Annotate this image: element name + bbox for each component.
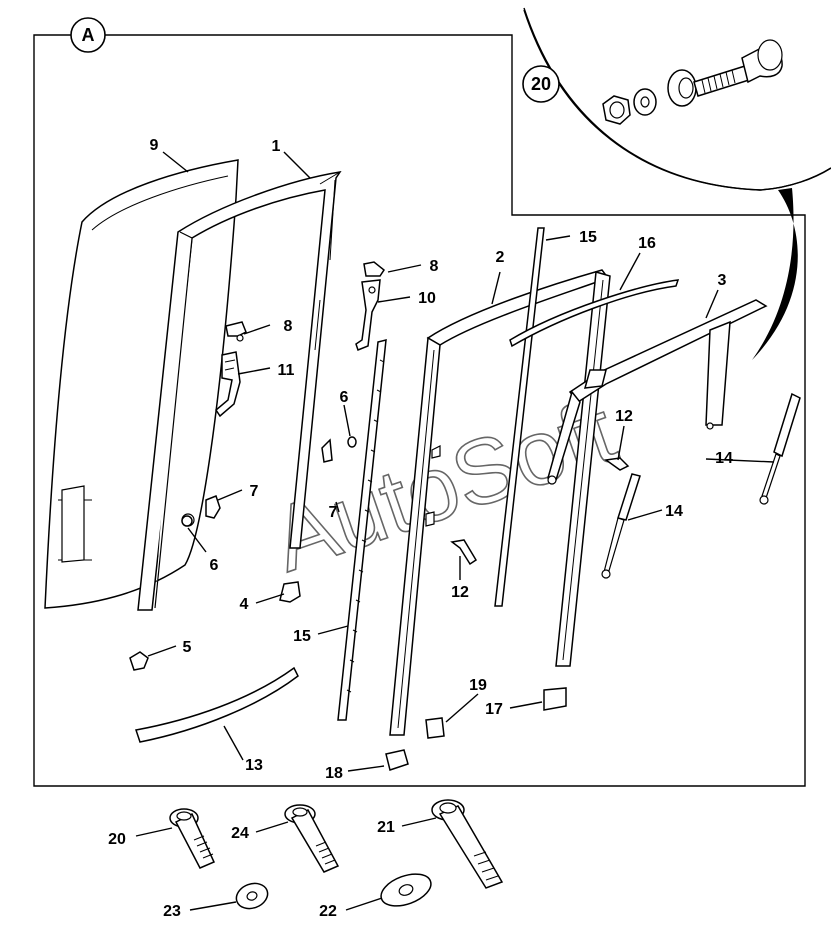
part-18-clip [385, 749, 409, 771]
part-23-washer [235, 882, 269, 910]
callout-16: 16 [638, 235, 656, 252]
callout-14a: 14 [665, 503, 683, 520]
callout-3: 3 [718, 272, 727, 289]
part-17-bracket [543, 687, 567, 711]
callout-15a: 15 [293, 628, 311, 645]
part-21-bolt [431, 799, 504, 889]
callout-labels: 9 1 8 10 8 11 6 7 7 6 4 5 15 13 2 15 16 … [108, 137, 733, 920]
part-8-bracket-a [225, 321, 247, 342]
callout-6a: 6 [210, 557, 219, 574]
detail-bolt [693, 39, 783, 97]
callout-17: 17 [485, 701, 503, 718]
callout-12a: 12 [615, 408, 633, 425]
callout-8b: 8 [284, 318, 293, 335]
callout-12b: 12 [451, 584, 469, 601]
detail-label-bubble: 20 [522, 65, 560, 103]
callout-19: 19 [469, 677, 487, 694]
part-22-washer [380, 873, 432, 907]
part-12-pin-b [450, 539, 478, 566]
part-1-door-frame [137, 170, 342, 611]
part-5-catch [129, 651, 149, 671]
detail-leader [752, 188, 798, 360]
callout-4: 4 [240, 596, 249, 613]
part-7-clip-a [205, 495, 221, 519]
callout-7b: 7 [329, 504, 338, 521]
callout-21: 21 [377, 819, 395, 836]
callout-10: 10 [418, 290, 436, 307]
callout-7a: 7 [250, 483, 259, 500]
callout-2: 2 [496, 249, 505, 266]
part-15-seal-strip-a [337, 339, 387, 721]
callout-24: 24 [231, 825, 249, 842]
part-9-glass-panel [44, 159, 239, 609]
callout-9: 9 [150, 137, 159, 154]
part-20-bolt [169, 808, 216, 869]
callout-15b: 15 [579, 229, 597, 246]
callout-14b: 14 [715, 450, 733, 467]
callout-23: 23 [163, 903, 181, 920]
detail-washer [633, 88, 657, 116]
callout-8a: 8 [430, 258, 439, 275]
callout-20: 20 [108, 831, 126, 848]
part-4-catch [279, 581, 301, 603]
part-7-clip-b [321, 438, 333, 463]
callout-11: 11 [278, 362, 295, 379]
part-14-gas-strut-b [759, 392, 801, 505]
part-15-seal-strip-b [494, 227, 545, 607]
view-frame [33, 34, 806, 787]
part-16-rail [509, 279, 680, 348]
part-6-screw-a [181, 515, 193, 527]
callout-22: 22 [319, 903, 337, 920]
callout-leaders [135, 151, 775, 911]
detail-label: 20 [531, 74, 551, 94]
part-8-bracket-b [363, 261, 386, 277]
part-12-pin-a [604, 457, 630, 471]
detail-spacer [667, 69, 697, 107]
detail-bolt-assembly [602, 39, 783, 125]
part-6-screw-b [347, 436, 357, 448]
callout-18: 18 [325, 765, 343, 782]
view-label: A [82, 25, 95, 45]
part-11-lever [215, 351, 241, 418]
callout-13: 13 [245, 757, 263, 774]
part-24-bolt [284, 804, 340, 873]
callout-5: 5 [183, 639, 192, 656]
detail-nut [602, 95, 631, 125]
part-10-latch [355, 279, 381, 351]
view-label-bubble: A [70, 17, 106, 53]
part-3-arm [547, 299, 768, 485]
part-13-lower-seal [135, 666, 299, 743]
callout-1: 1 [272, 138, 281, 155]
part-19-block [425, 717, 445, 739]
part-14-gas-strut-a [601, 473, 641, 579]
callout-6b: 6 [340, 389, 349, 406]
